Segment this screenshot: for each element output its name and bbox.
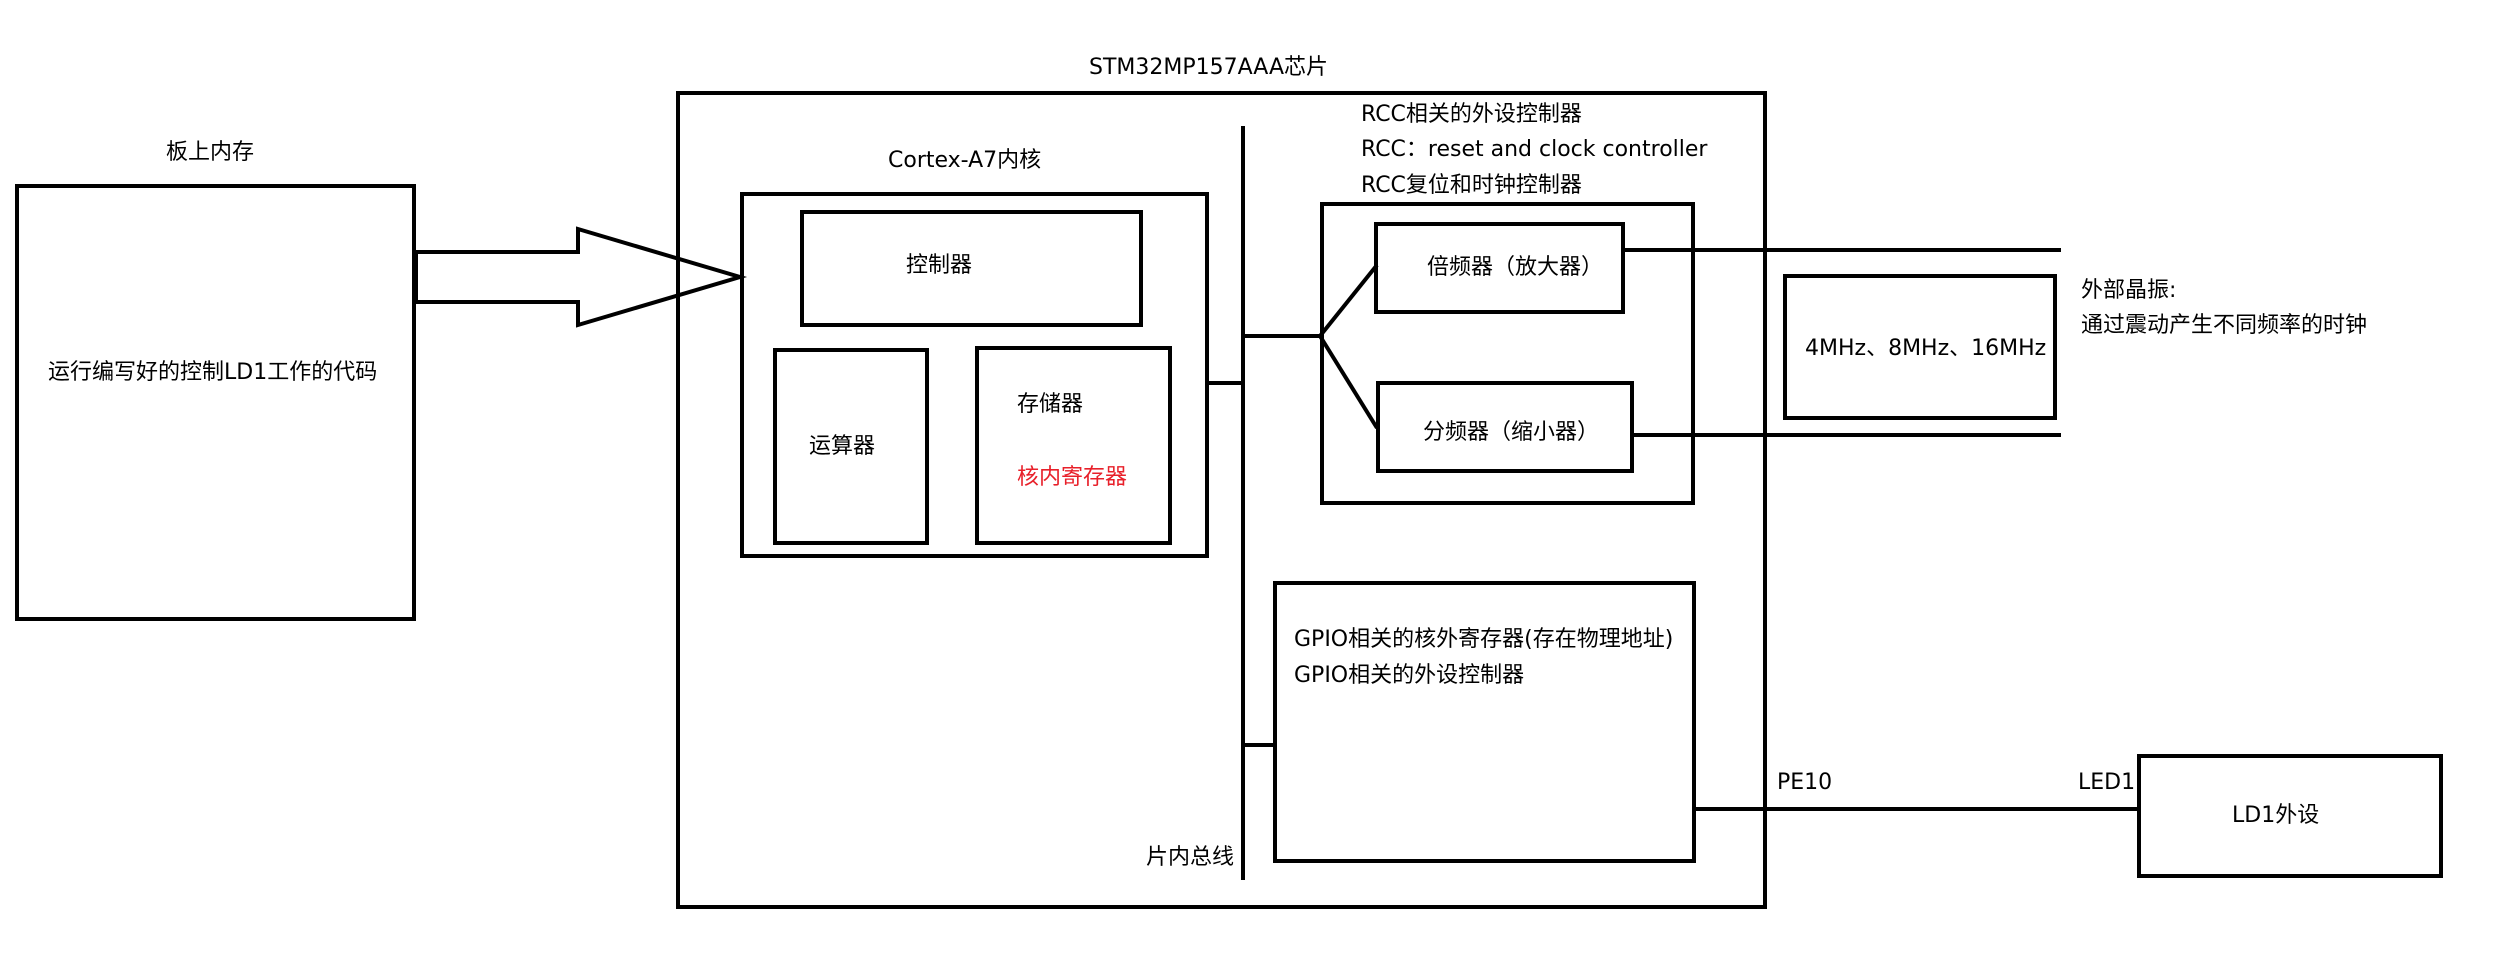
led-box: [2137, 754, 2443, 878]
gpio-box: [1273, 581, 1696, 863]
board-memory-content: 运行编写好的控制LD1工作的代码: [48, 360, 378, 385]
multiplier-box: [1374, 222, 1625, 314]
storage-label: 存储器: [1017, 392, 1084, 417]
rcc-line1: RCC相关的外设控制器: [1361, 102, 1582, 127]
board-memory-label: 板上内存: [166, 140, 255, 165]
core-box: [740, 192, 1209, 558]
rcc-box: [1320, 202, 1695, 505]
storage-box: [975, 346, 1172, 545]
gpio-line1: GPIO相关的核外寄存器(存在物理地址): [1294, 627, 1674, 652]
pe10-label: PE10: [1777, 770, 1833, 795]
crystal-box: [1783, 274, 2057, 420]
board-memory-box: [15, 184, 416, 621]
chip-box: [676, 91, 1767, 909]
load-arrow: [414, 226, 748, 328]
controller-box: [800, 210, 1143, 327]
controller-label: 控制器: [906, 253, 973, 278]
core-label: Cortex-A7内核: [888, 148, 1042, 173]
rcc-line2: RCC：reset and clock controller: [1361, 137, 1708, 162]
led1-pin-label: LED1: [2078, 770, 2136, 795]
divider-label: 分频器（缩小器）: [1423, 420, 1600, 445]
multiplier-label: 倍频器（放大器）: [1427, 255, 1604, 280]
led-box-label: LD1外设: [2232, 803, 2320, 828]
gpio-line2: GPIO相关的外设控制器: [1294, 663, 1525, 688]
rcc-branch-down: [1318, 334, 1379, 430]
crystal-caption-2: 通过震动产生不同频率的时钟: [2081, 313, 2368, 338]
alu-label: 运算器: [809, 434, 876, 459]
alu-box: [773, 348, 929, 545]
internal-bus-label: 片内总线: [1146, 845, 1235, 870]
crystal-box-label: 4MHz、8MHz、16MHz: [1805, 336, 2047, 361]
divider-box: [1376, 381, 1634, 473]
crystal-caption-1: 外部晶振:: [2081, 278, 2177, 303]
rcc-line3: RCC复位和时钟控制器: [1361, 173, 1582, 198]
core-registers-label: 核内寄存器: [1017, 465, 1128, 490]
chip-title: STM32MP157AAA芯片: [1089, 55, 1328, 80]
rcc-branch-up: [1318, 263, 1379, 338]
